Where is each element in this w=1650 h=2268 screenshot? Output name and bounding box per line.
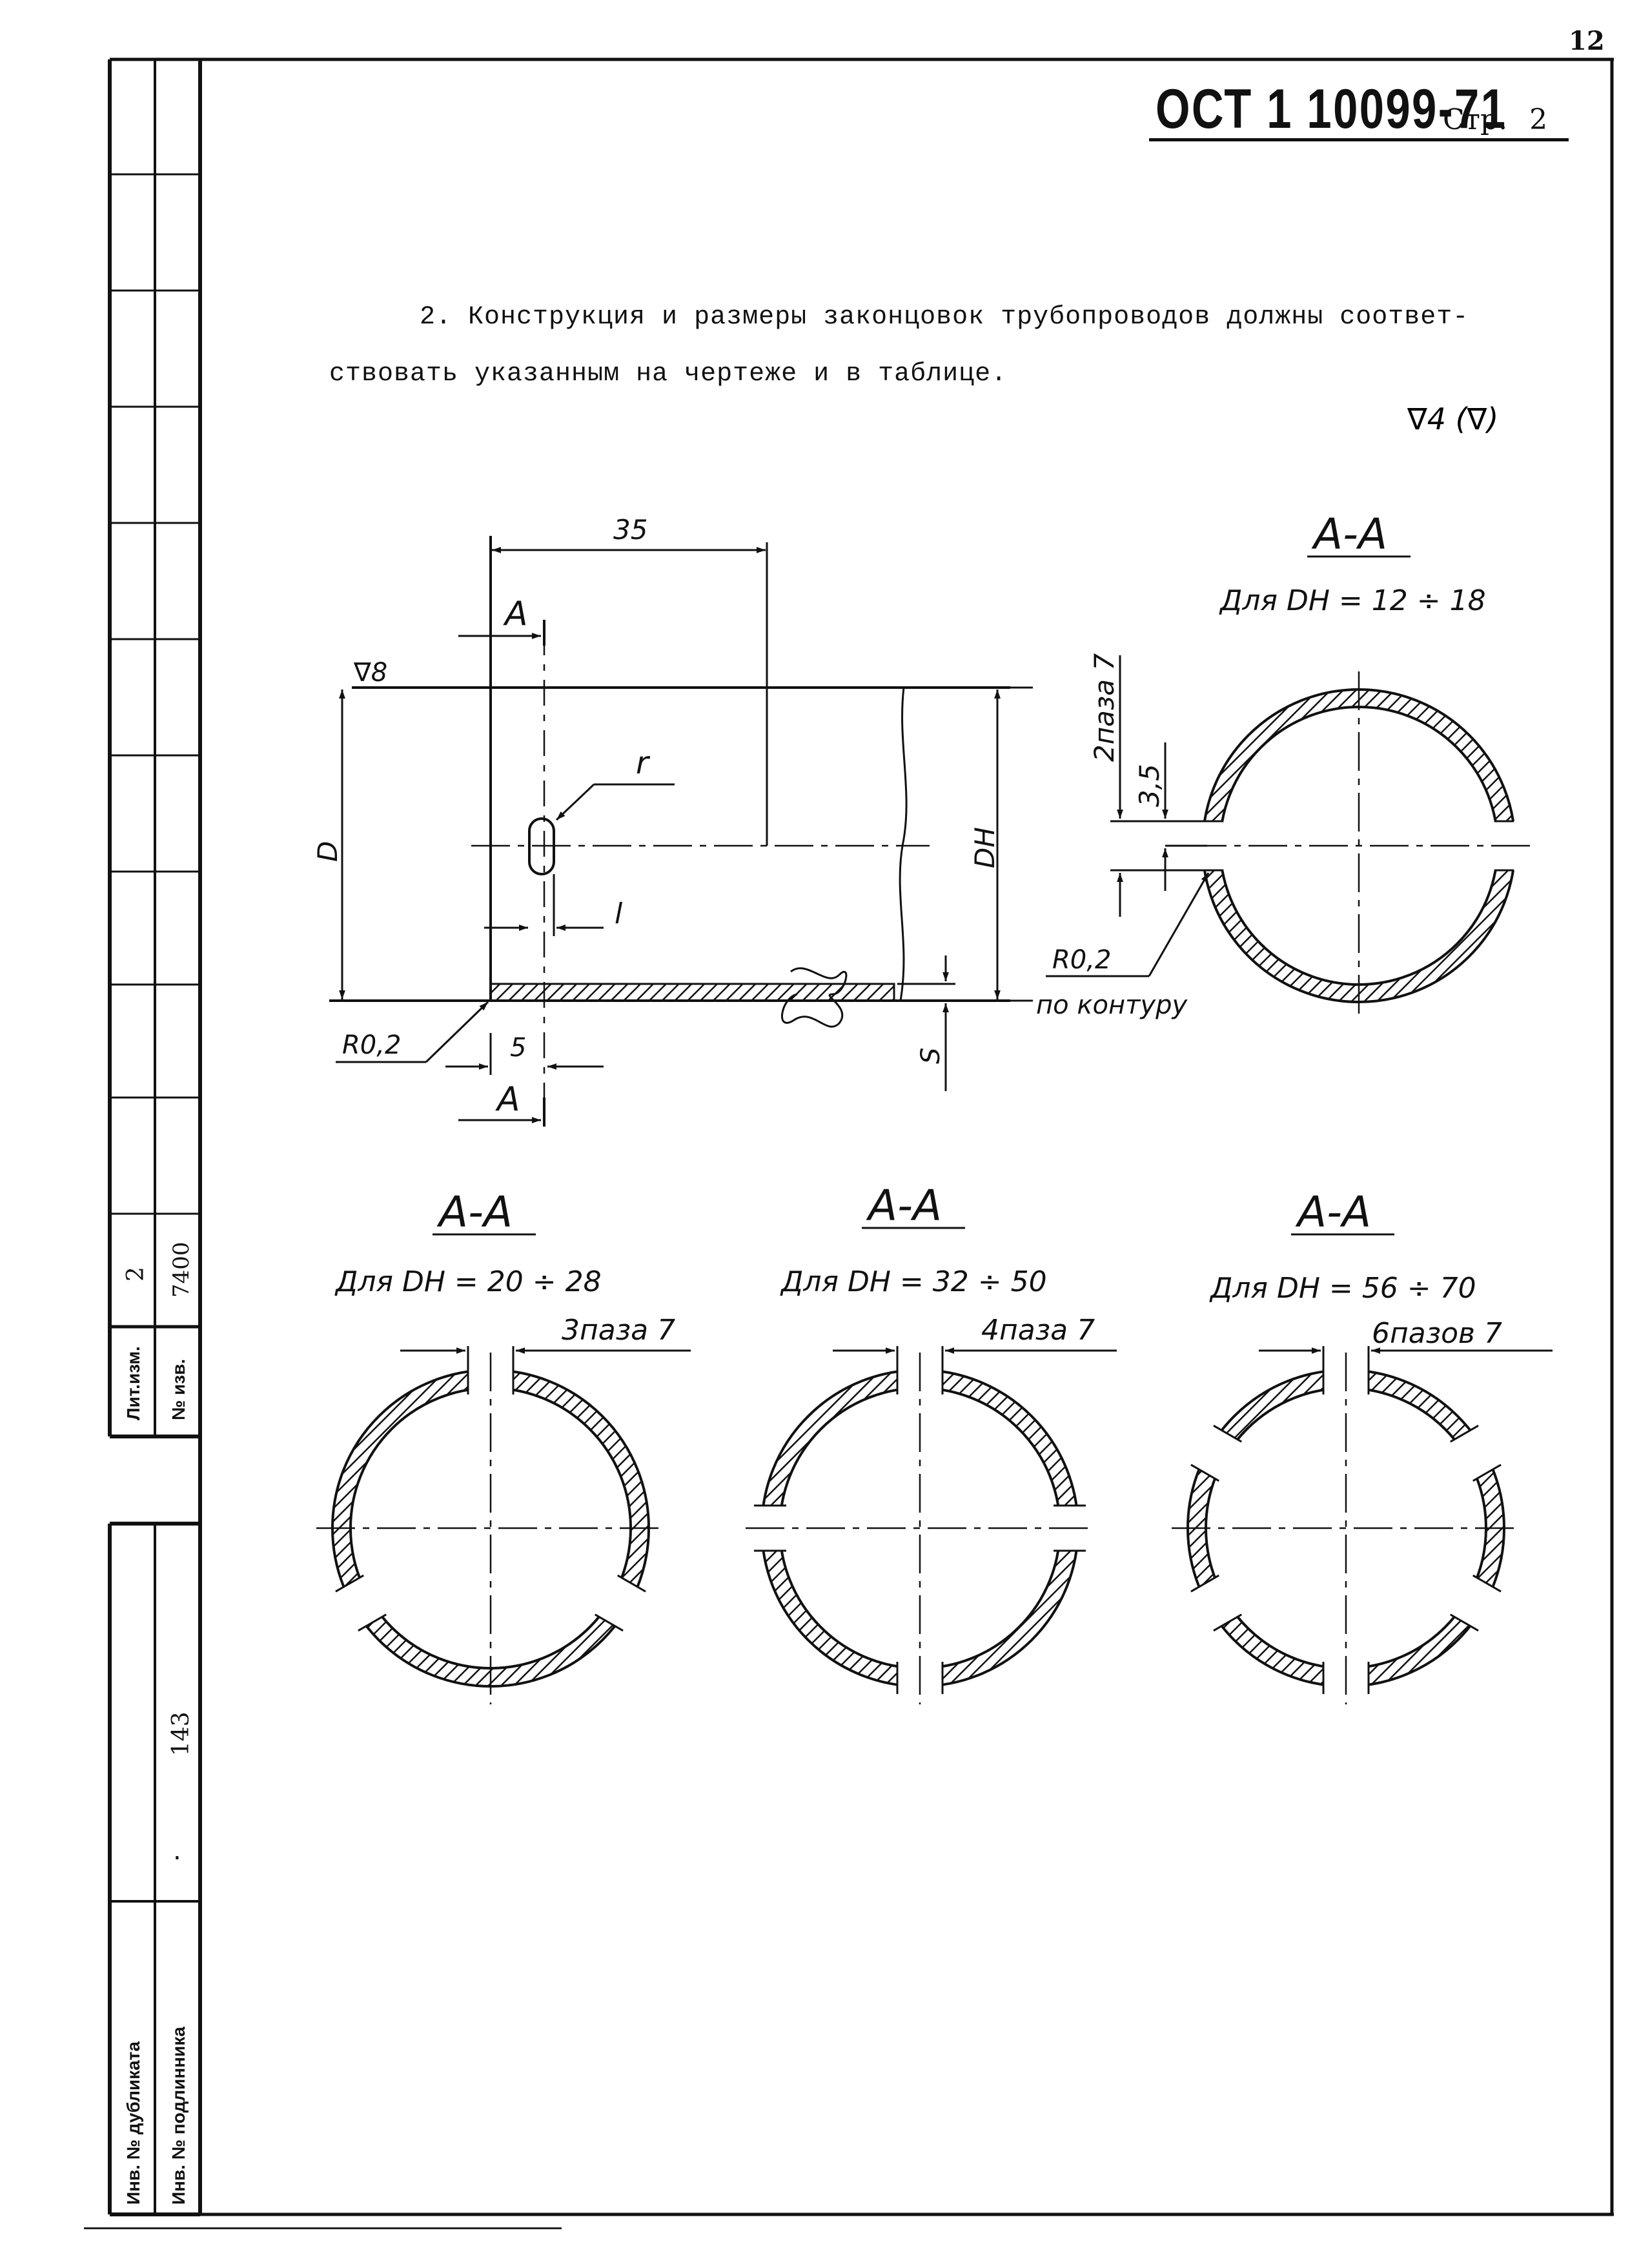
section-3-subtitle: Для DН = 32 ÷ 50 [780,1265,1047,1298]
original-inv-label: Инв. № подлинника [168,2027,188,2205]
label-r: r [636,745,651,781]
notice-value: 7400 [168,1241,194,1298]
section-1-r-note-2: по контуру [1036,990,1188,1020]
section-4-subtitle: Для DН = 56 ÷ 70 [1209,1272,1476,1305]
section-1-r-note: R0,2 [1052,945,1111,975]
section-2-title: А-А [436,1187,513,1237]
side-view [329,536,1033,1127]
section-4-slots: 6пазов 7 [1372,1317,1502,1350]
section-4-title: А-А [1295,1187,1371,1237]
section-mark-bottom: А [495,1080,520,1119]
notice-label: № изв. [168,1359,188,1420]
section-1-dim-35: 3,5 [1134,764,1165,807]
section-3-labels: А-А Для DН = 32 ÷ 50 4паза 7 [780,1181,1095,1347]
paragraph-line-2: ствовать указанным на чертеже и в таблиц… [329,360,1008,389]
section-2-slots: 3паза 7 [562,1314,675,1347]
sheet-number: 12 [1569,26,1605,56]
dim-35: 35 [613,514,647,546]
sheet-frame [108,57,1614,2216]
section-1-drawing [1046,655,1533,1020]
section-2-drawing [316,1346,691,1704]
section-4-labels: А-А Для DН = 56 ÷ 70 6пазов 7 [1209,1187,1502,1350]
section-mark-top: А [503,595,528,633]
section-1-subtitle: Для DН = 12 ÷ 18 [1219,584,1486,617]
stamp-labels: Лит.изм. № изв. 2 7400 Инв. № дубликата … [123,1241,194,2205]
section-1-labels: А-А Для DН = 12 ÷ 18 2паза 7 3,5 R0,2 по… [1036,509,1486,1020]
label-s: S [916,1048,946,1064]
section-3-drawing [746,1346,1117,1704]
label-r02: R0,2 [342,1030,401,1060]
label-l: l [615,897,623,930]
page-indicator: Стр. 2 [1443,103,1547,136]
page-number: 2 [1529,103,1548,136]
section-3-title: А-А [866,1181,942,1231]
section-4-drawing [1172,1346,1553,1704]
label-d: D [312,841,343,862]
duplicate-inv-label: Инв. № дубликата [123,2041,143,2205]
side-view-labels: ∇8 35 А А D DН r l R0,2 5 S [312,514,1001,1119]
duplicate-inv-value: . [173,1836,181,1866]
header-rule [1149,138,1569,141]
section-2-labels: А-А Для DН = 20 ÷ 28 3паза 7 [334,1187,675,1347]
label-dh: DН [969,827,1001,868]
footer-rule [84,2227,562,2229]
roughness-surface: ∇8 [353,658,387,688]
section-2-subtitle: Для DН = 20 ÷ 28 [334,1265,602,1298]
paragraph-line-1: 2. Конструкция и размеры законцовок труб… [420,303,1469,332]
page-label: Стр. [1443,103,1508,136]
roughness-general: ∇4 (∇) [1407,402,1498,436]
section-1-slots: 2паза 7 [1088,653,1120,762]
section-3-slots: 4паза 7 [981,1314,1095,1347]
paragraph: 2. Конструкция и размеры законцовок труб… [329,289,1549,403]
dim-5: 5 [510,1033,526,1063]
document-code: ОСТ 1 10099-71 [1156,78,1507,140]
revision-value: 2 [123,1267,149,1282]
section-1-title: А-А [1311,509,1387,559]
original-inv-value: 143 [168,1711,194,1756]
revision-label: Лит.изм. [123,1346,143,1420]
